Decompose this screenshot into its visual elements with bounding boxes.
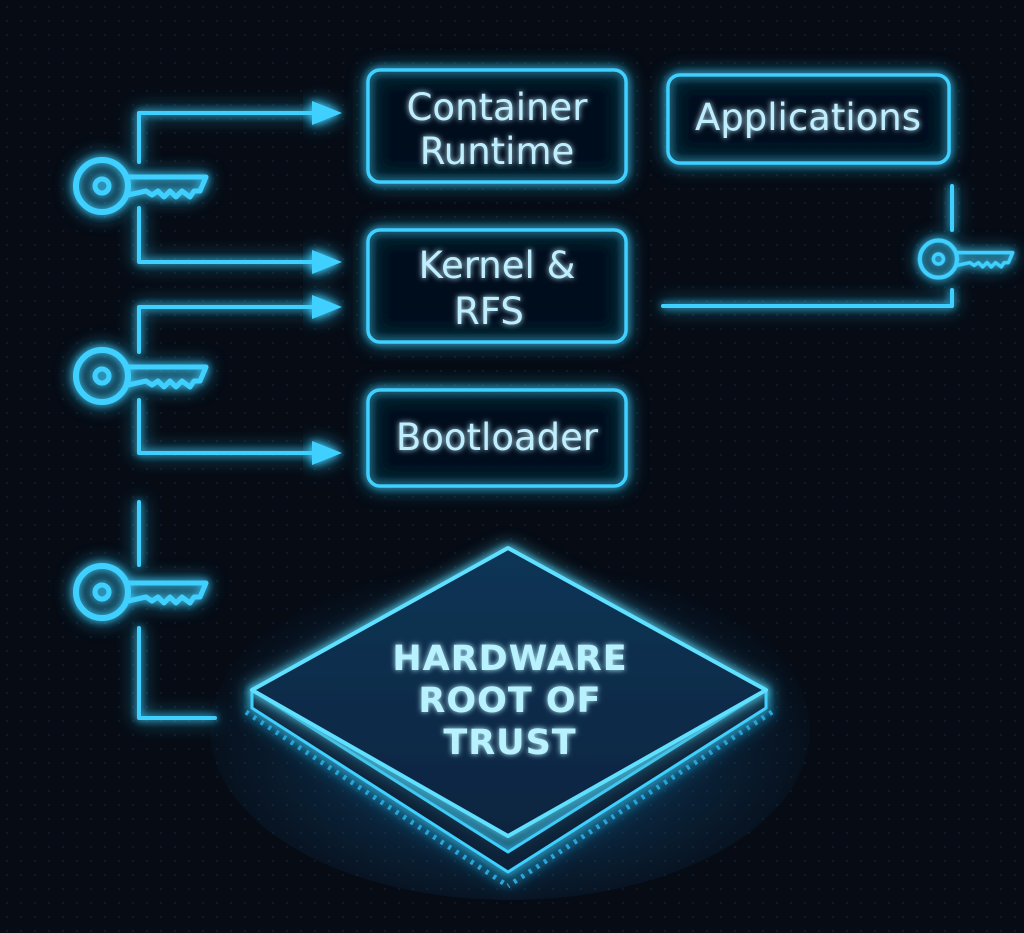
container-runtime-label-line1: Container bbox=[407, 86, 589, 129]
arrowhead-container bbox=[312, 101, 342, 125]
key-icon bbox=[76, 566, 206, 618]
arrowhead-kernel-lower bbox=[312, 295, 342, 319]
connector-key1-container bbox=[137, 111, 320, 164]
root-of-trust-line2: ROOT OF bbox=[418, 681, 601, 721]
root-of-trust-line3: TRUST bbox=[443, 723, 576, 763]
key-icon bbox=[76, 160, 206, 212]
hardware-root-chip: HARDWARE ROOT OF TRUST bbox=[210, 546, 810, 900]
arrowhead-bootloader bbox=[312, 441, 342, 465]
bootloader-box bbox=[366, 388, 628, 488]
key-icon bbox=[920, 240, 1013, 277]
connector-key3-root bbox=[137, 626, 217, 720]
layer-boxes bbox=[366, 68, 951, 488]
arrowhead-kernel-upper bbox=[312, 250, 342, 274]
chip-top bbox=[250, 546, 768, 838]
key-icon bbox=[76, 350, 206, 402]
applications-box bbox=[666, 73, 951, 165]
kernel-rfs-label-line1: Kernel & bbox=[419, 244, 576, 287]
container-runtime-box bbox=[366, 68, 628, 184]
root-of-trust-line1: HARDWARE bbox=[392, 639, 627, 679]
connector-key1-kernel bbox=[137, 206, 320, 264]
connector-kernel-apps bbox=[661, 288, 954, 308]
bootloader-label: Bootloader bbox=[396, 416, 599, 459]
chip-pins bbox=[244, 701, 774, 889]
applications-label: Applications bbox=[695, 96, 921, 139]
layer-labels: Container Runtime Applications Kernel & … bbox=[396, 86, 921, 459]
chip-base bbox=[250, 688, 768, 874]
connectors bbox=[137, 111, 954, 720]
container-runtime-label-line2: Runtime bbox=[420, 130, 575, 173]
kernel-rfs-box bbox=[366, 228, 628, 344]
kernel-rfs-label-line2: RFS bbox=[454, 290, 524, 333]
connector-key2-bootloader bbox=[137, 398, 320, 455]
arrowheads bbox=[312, 101, 342, 465]
connector-key2-kernel bbox=[137, 305, 320, 354]
